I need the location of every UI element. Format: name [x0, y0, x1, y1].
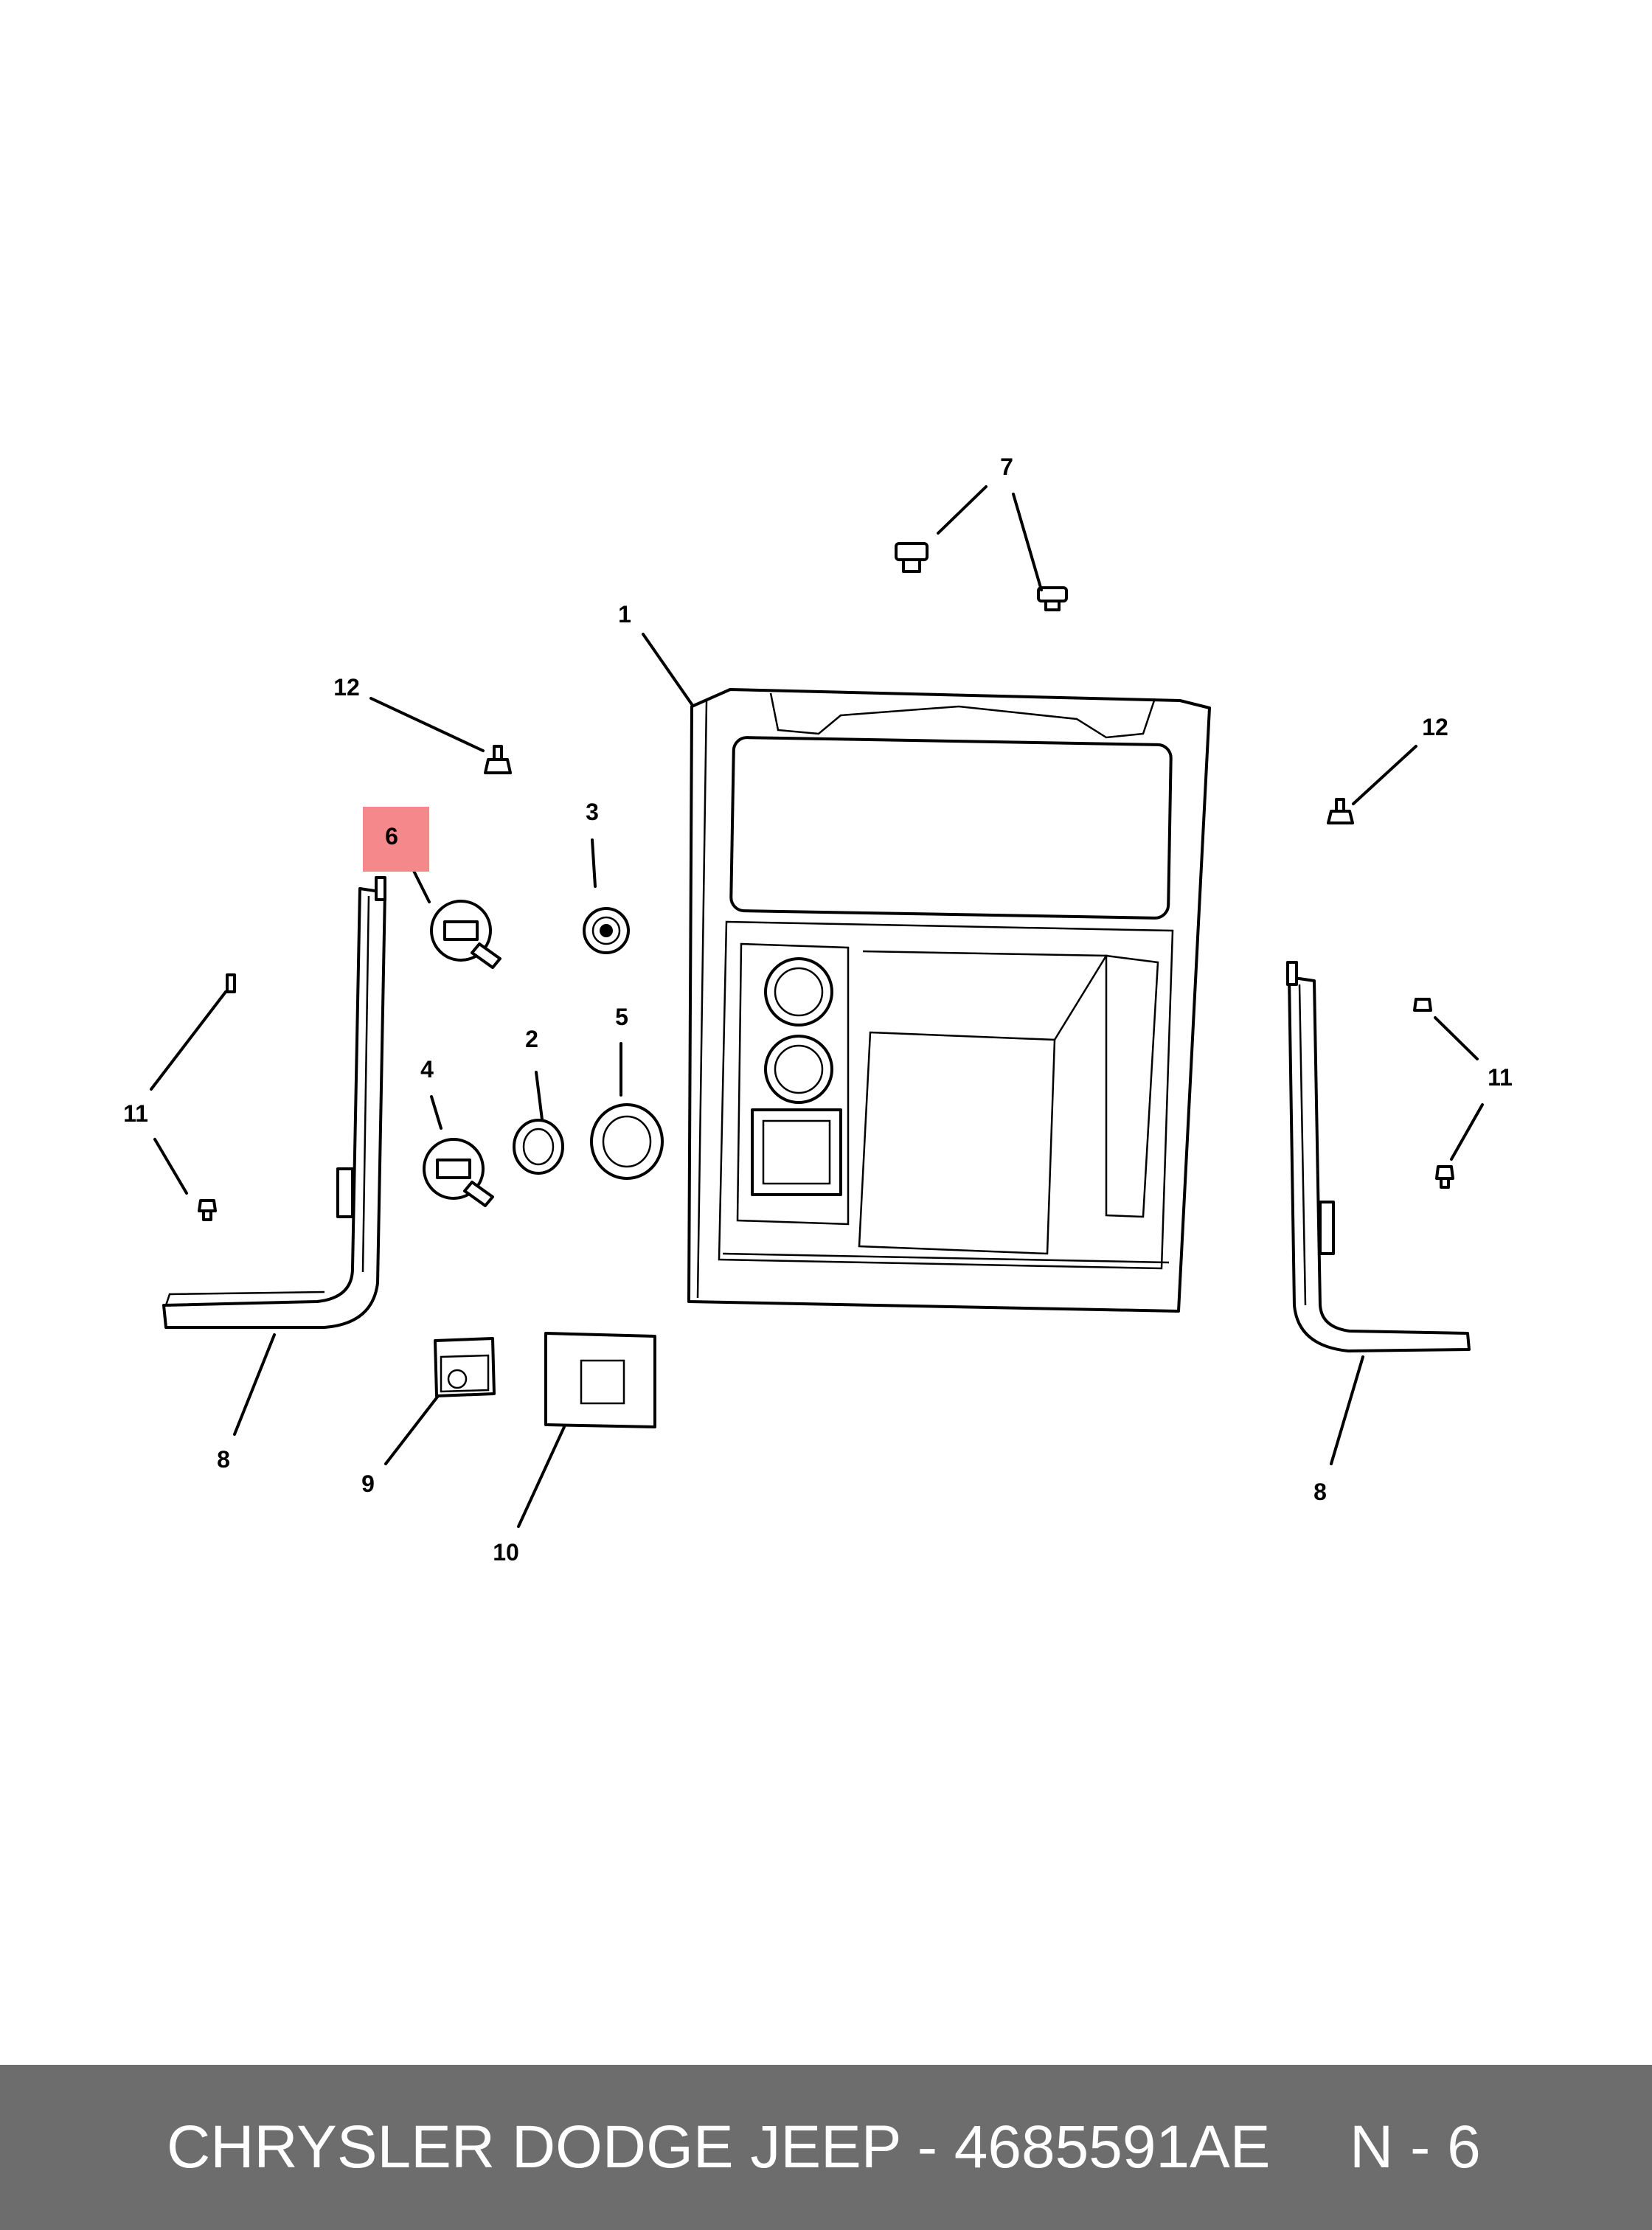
callout-2: 2 [525, 1026, 538, 1052]
callout-7: 7 [1000, 454, 1013, 480]
diagram-reference: N - 6 [1350, 2113, 1481, 2181]
callout-11-right: 11 [1488, 1064, 1513, 1091]
clip-7a-part [895, 542, 929, 573]
round-switch-3-part [583, 907, 630, 954]
callout-12-left: 12 [333, 674, 360, 701]
side-trim-8-right-part [1286, 961, 1471, 1352]
callout-12-right: 12 [1422, 714, 1448, 740]
switch-6-part [430, 900, 502, 969]
callout-4: 4 [420, 1056, 434, 1083]
callout-5: 5 [615, 1004, 628, 1030]
trim-plate-10-part [544, 1332, 656, 1428]
switch-block-9-part [434, 1337, 496, 1397]
callout-1: 1 [618, 601, 631, 628]
switch-4-part [423, 1138, 494, 1207]
callout-highlight [363, 807, 429, 872]
push-pin-12a-part [484, 745, 512, 774]
callout-10: 10 [493, 1539, 519, 1566]
footer-bar: CHRYSLER DODGE JEEP - 4685591AE N - 6 [0, 2065, 1652, 2230]
screw-11a-part [226, 973, 236, 993]
push-pin-12b-part [1327, 798, 1354, 824]
callout-8-right: 8 [1313, 1479, 1327, 1505]
bezel-ring-5-part [590, 1103, 664, 1180]
part-number-title: CHRYSLER DODGE JEEP - 4685591AE [167, 2113, 1271, 2181]
callout-9: 9 [361, 1470, 375, 1497]
clip-7b-part [1037, 586, 1068, 611]
callout-11-left: 11 [123, 1100, 148, 1127]
side-trim-8-left-part [162, 876, 386, 1329]
ring-nut-2-part [513, 1119, 564, 1175]
parts-diagram: 1 7 12 12 6 3 2 5 4 11 11 8 8 9 10 [123, 454, 1513, 1566]
screw-11b-part [198, 1199, 217, 1221]
callout-8-left: 8 [217, 1446, 230, 1473]
leader-lines [150, 485, 1484, 1528]
callout-3: 3 [586, 799, 599, 825]
screw-11d-part [1435, 1165, 1454, 1189]
screw-11c-part [1413, 998, 1432, 1012]
console-bezel-part [687, 688, 1211, 1313]
callout-6: 6 [385, 823, 398, 850]
